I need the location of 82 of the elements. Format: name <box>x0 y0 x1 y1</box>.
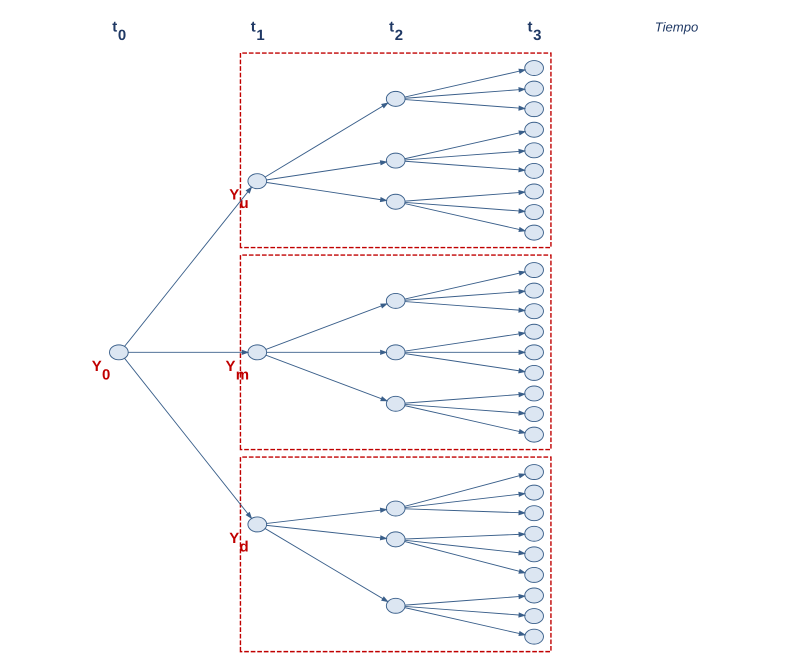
arrow <box>404 270 526 300</box>
arrow <box>404 607 526 636</box>
arrow <box>404 87 526 99</box>
arrow <box>404 404 526 416</box>
arrow <box>404 350 526 355</box>
arrow <box>404 353 526 374</box>
arrow <box>404 130 526 160</box>
node-circle <box>524 60 544 76</box>
arrow <box>404 331 526 352</box>
node-circle <box>386 292 406 309</box>
node-circle <box>386 344 406 360</box>
node-circle <box>386 396 406 412</box>
node-circle <box>524 303 544 320</box>
arrow <box>404 508 526 516</box>
node-circle <box>524 566 544 583</box>
node-circle <box>524 464 544 480</box>
node-circle <box>524 386 544 402</box>
node-circle <box>247 516 268 532</box>
node-circle <box>386 500 406 516</box>
node-circle <box>524 282 544 299</box>
node-circle <box>524 162 544 179</box>
arrow <box>124 358 252 520</box>
cluster <box>240 52 552 248</box>
arrow <box>404 541 526 574</box>
arrow <box>266 182 388 202</box>
arrow <box>266 524 388 540</box>
arrow <box>404 203 526 232</box>
node-circle <box>524 426 544 443</box>
node-circle <box>524 505 544 522</box>
arrow <box>404 160 526 172</box>
arrow <box>404 594 526 606</box>
node-circle <box>524 608 544 624</box>
node-circle <box>524 224 544 241</box>
arrow <box>404 532 526 540</box>
arrow <box>404 540 526 556</box>
node-circle <box>386 90 406 107</box>
node-circle <box>386 194 406 210</box>
arrow <box>404 99 526 111</box>
node-circle <box>524 628 544 645</box>
node-circle <box>524 101 544 118</box>
node-circle <box>247 344 268 360</box>
node-circle <box>524 364 544 381</box>
node-circle <box>247 173 268 190</box>
arrow <box>404 492 526 508</box>
node-circle <box>524 484 544 501</box>
arrow <box>404 68 526 98</box>
arrow <box>404 405 526 434</box>
label: Tiempo <box>654 19 698 34</box>
node-circle <box>386 152 406 169</box>
arrow <box>404 289 526 301</box>
node-circle <box>524 526 544 542</box>
node-circle <box>524 344 544 360</box>
arrow <box>404 190 526 202</box>
arrow <box>404 392 526 404</box>
arrow <box>404 202 526 214</box>
arrow <box>266 508 388 524</box>
node-circle <box>524 546 544 562</box>
node-circle <box>524 80 544 97</box>
arrow <box>266 350 388 355</box>
node-circle <box>524 122 544 138</box>
arrow <box>264 102 389 178</box>
cluster <box>240 456 552 652</box>
arrow <box>266 160 388 180</box>
arrow <box>404 301 526 313</box>
node-circle <box>524 406 544 422</box>
arrow <box>124 186 252 347</box>
node-circle <box>524 142 544 158</box>
node-circle <box>524 588 544 604</box>
node-circle <box>524 204 544 220</box>
arrow <box>128 350 250 355</box>
arrow <box>264 528 389 602</box>
arrow <box>265 354 388 402</box>
arrow <box>265 303 388 350</box>
node-circle <box>524 262 544 278</box>
node-circle <box>386 531 406 548</box>
arrow <box>404 606 526 618</box>
node-circle <box>386 598 406 614</box>
node-circle <box>109 344 129 360</box>
arrow <box>404 148 526 160</box>
node-circle <box>524 324 544 340</box>
arrow <box>404 473 526 507</box>
node-circle <box>524 184 544 200</box>
